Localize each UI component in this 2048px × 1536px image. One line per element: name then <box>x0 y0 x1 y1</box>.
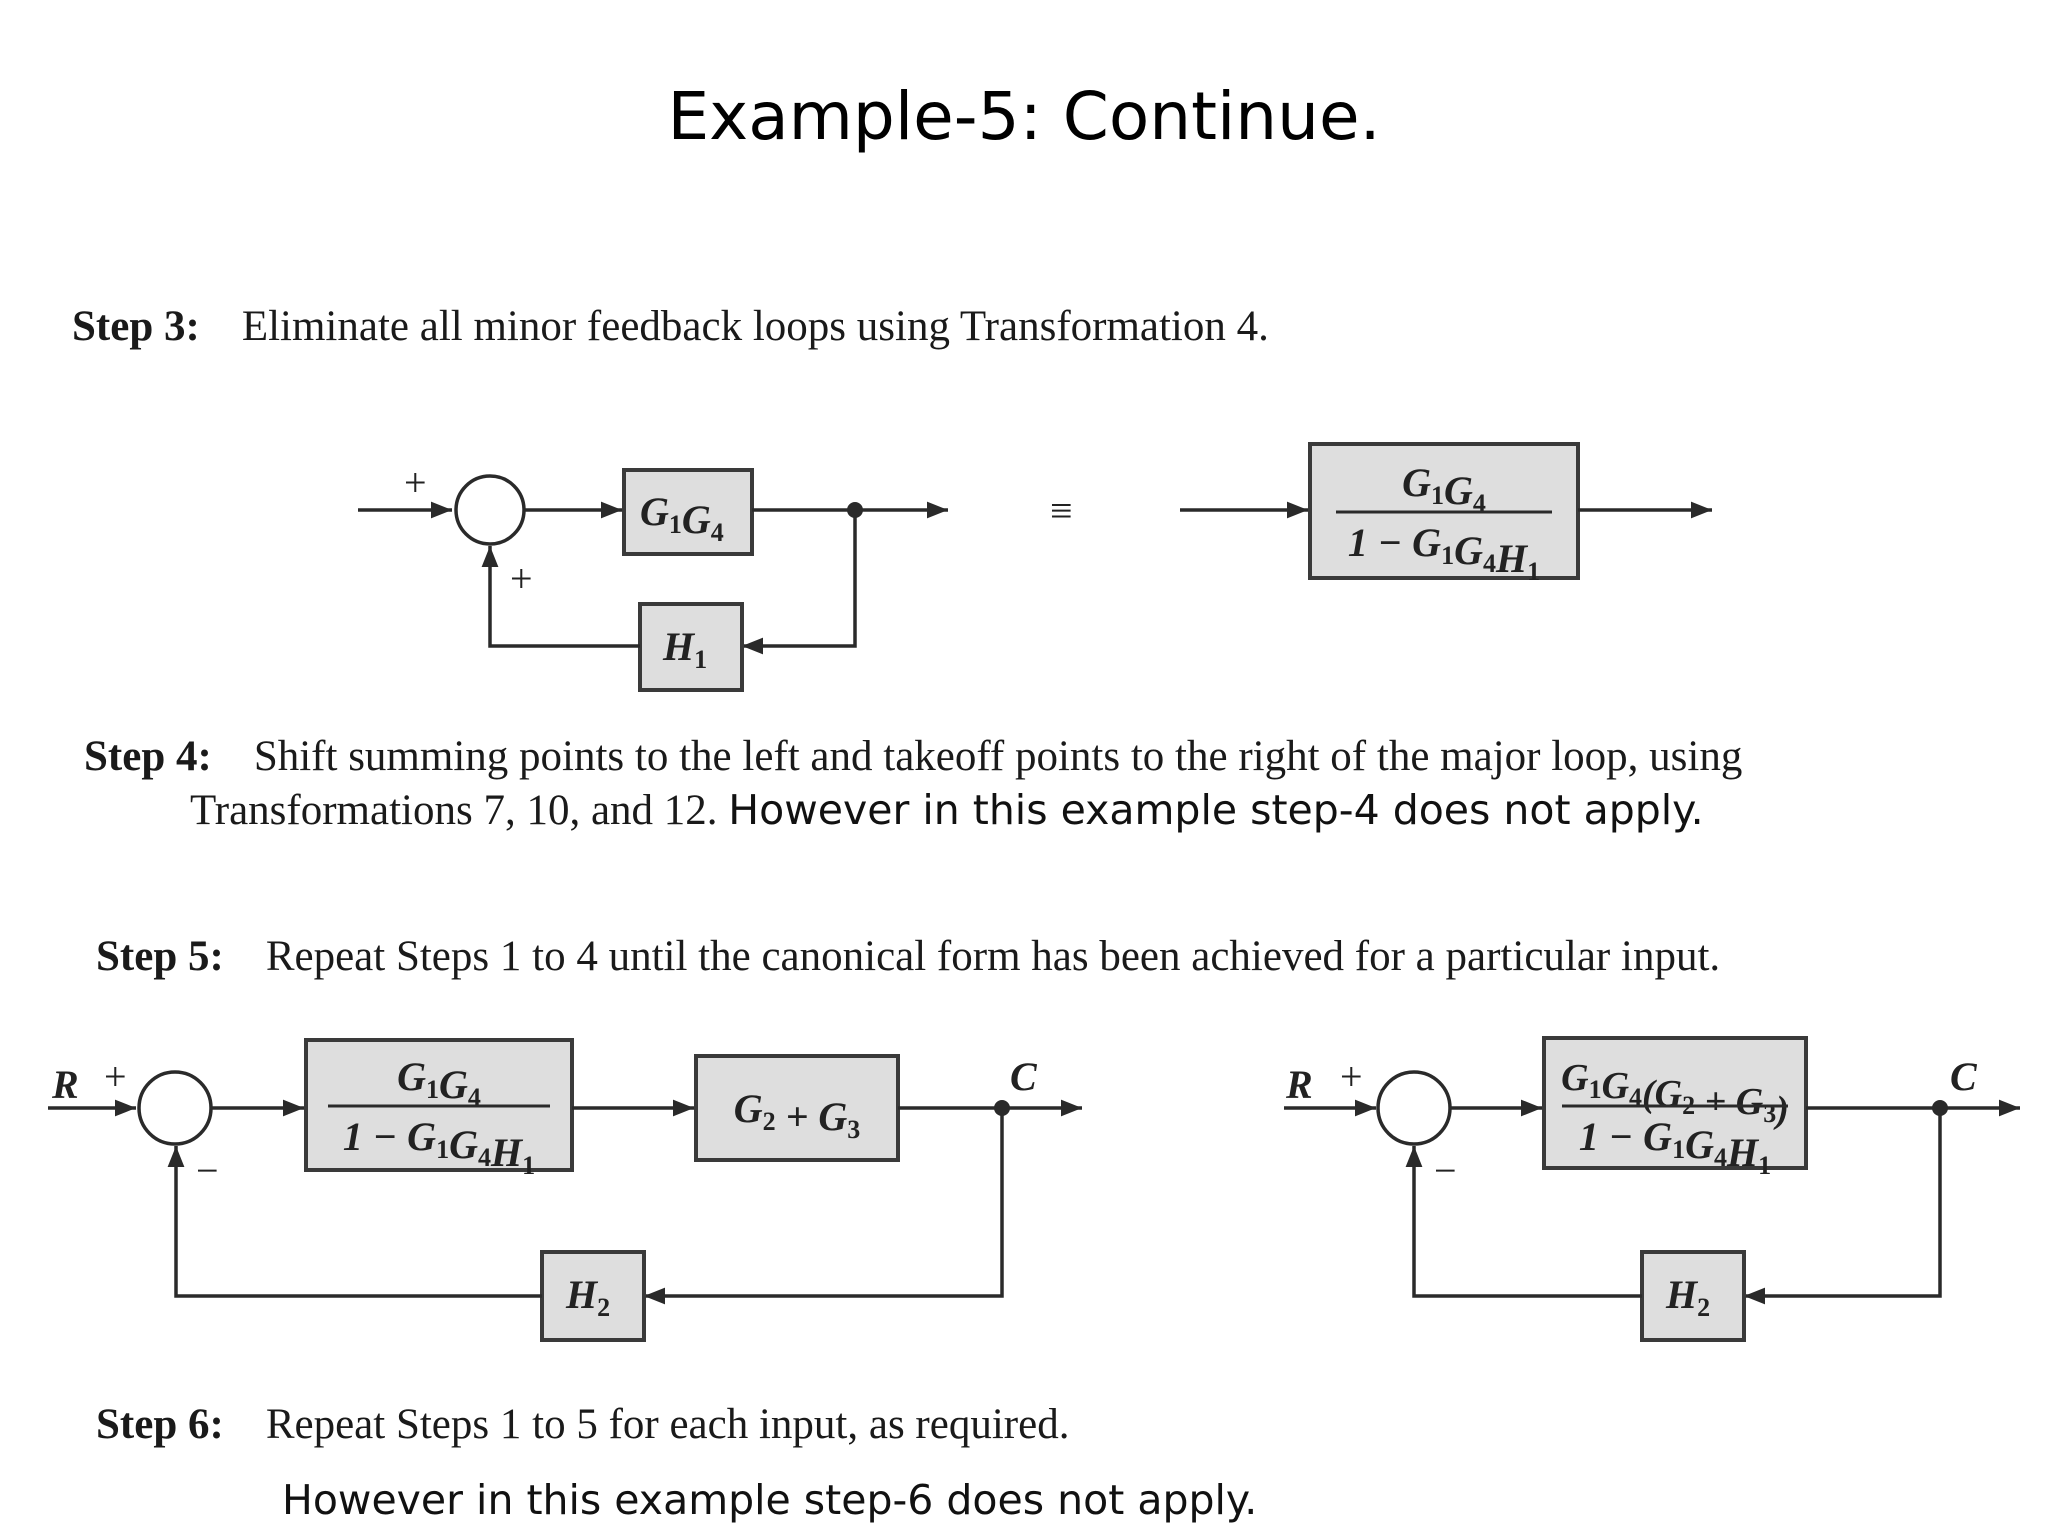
block-denominator: 1 − G1G4H1 <box>1579 1114 1771 1180</box>
minor-loop-diagram: + G1G4 H1 + <box>358 460 948 692</box>
feedback-return-wire <box>481 546 640 648</box>
equivalent-block-diagram: G1G4 1 − G1G4H1 <box>1180 442 1712 586</box>
step-3: Step 3: Eliminate all minor feedback loop… <box>72 302 1269 351</box>
feedback-wire <box>644 1108 1004 1305</box>
step-5: Step 5: Repeat Steps 1 to 4 until the can… <box>96 932 1720 981</box>
block-g2-plus-g3-label: G2 + G3 <box>734 1086 861 1144</box>
block-final: G1G4(G2 + G3) 1 − G1G4H1 <box>1542 1036 1808 1180</box>
plus-sign: + <box>510 556 533 601</box>
step-3-label: Step 3: <box>72 303 200 350</box>
block-h2-label: H2 <box>1665 1272 1710 1322</box>
step-5-text: Repeat Steps 1 to 4 until the canonical … <box>265 933 1721 980</box>
block-g1g4-closed-loop: G1G4 1 − G1G4H1 <box>304 1038 574 1180</box>
block-denominator: 1 − G1G4H1 <box>1348 520 1540 586</box>
plus-sign: + <box>1340 1054 1363 1099</box>
major-loop-diagram-left: R + G1G4 1 − G1G4H1 G2 + G3 C H2 <box>48 1038 1082 1342</box>
step-4-text-line1: Shift summing points to the left and tak… <box>253 733 1743 780</box>
step-3-text: Eliminate all minor feedback loops using… <box>241 303 1269 350</box>
signal-r: R <box>51 1062 79 1107</box>
signal-c: C <box>1010 1054 1038 1099</box>
step-6: Step 6: Repeat Steps 1 to 5 for each inpu… <box>96 1400 1069 1449</box>
signal-r: R <box>1285 1062 1313 1107</box>
step-5-label: Step 5: <box>96 933 224 980</box>
step-4-label: Step 4: <box>84 733 212 780</box>
block-numerator: G1G4 <box>1402 460 1486 518</box>
block-numerator: G1G4 <box>397 1054 481 1112</box>
slide-title: Example-5: Continue. <box>667 78 1381 155</box>
summing-junction <box>137 1070 213 1146</box>
feedback-return-wire <box>1405 1146 1642 1298</box>
block-h2-label: H2 <box>565 1272 610 1322</box>
block-g1g4-closed-loop: G1G4 1 − G1G4H1 <box>1308 442 1580 586</box>
block-h2: H2 <box>1640 1250 1746 1342</box>
feedback-wire <box>742 510 857 655</box>
step-4-line2: Transformations 7, 10, and 12. However i… <box>190 786 1704 835</box>
summing-junction <box>1376 1070 1452 1146</box>
step-4: Step 4: Shift summing points to the left … <box>84 732 1742 781</box>
step-6-text: Repeat Steps 1 to 5 for each input, as r… <box>265 1401 1070 1448</box>
major-loop-diagram-right: R + G1G4(G2 + G3) 1 − G1G4H1 C H2 − <box>1284 1036 2020 1342</box>
step-4-text-line2: Transformations 7, 10, and 12. <box>190 787 718 834</box>
summing-junction <box>454 474 526 546</box>
feedback-return-wire <box>167 1146 542 1298</box>
block-denominator: 1 − G1G4H1 <box>343 1114 535 1180</box>
block-numerator: G1G4(G2 + G3) <box>1561 1057 1789 1131</box>
step-4-note: However in this example step-4 does not … <box>728 786 1704 834</box>
plus-sign: + <box>104 1054 127 1099</box>
block-g2-plus-g3: G2 + G3 <box>694 1054 900 1162</box>
minus-sign: − <box>196 1148 219 1193</box>
block-g1g4-label: G1G4 <box>640 489 724 547</box>
block-h2: H2 <box>540 1250 646 1342</box>
block-g1g4: G1G4 <box>622 468 754 556</box>
step-6-label: Step 6: <box>96 1401 224 1448</box>
plus-sign: + <box>404 460 427 505</box>
block-h1-label: H1 <box>662 624 707 674</box>
minus-sign: − <box>1434 1148 1457 1193</box>
step-6-note: However in this example step-6 does not … <box>282 1476 1258 1524</box>
block-h1: H1 <box>638 602 744 692</box>
equivalence-symbol: ≡ <box>1050 488 1073 533</box>
feedback-wire <box>1744 1108 1942 1305</box>
signal-c: C <box>1950 1054 1978 1099</box>
